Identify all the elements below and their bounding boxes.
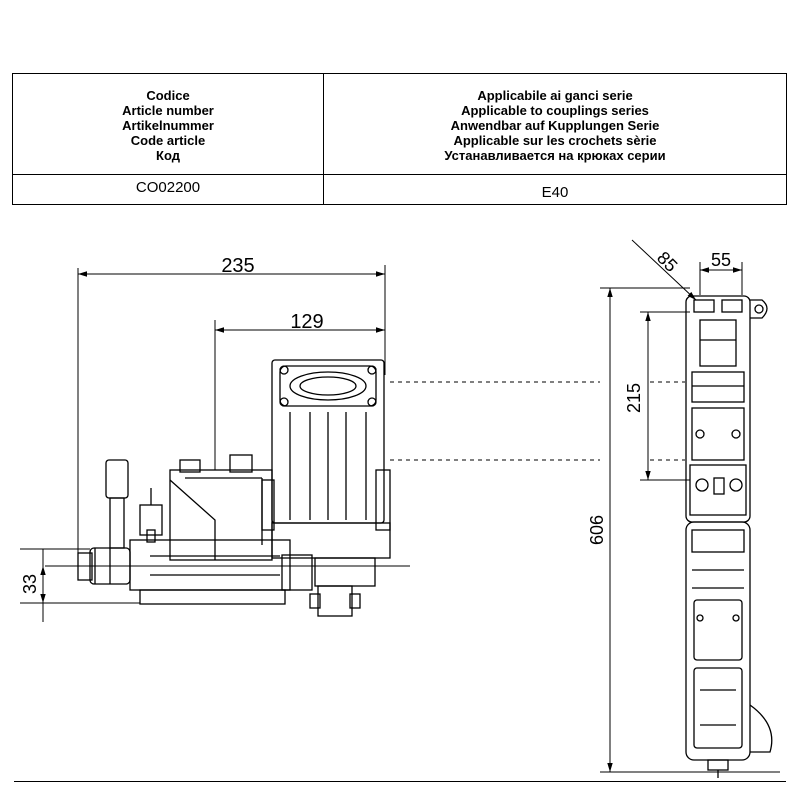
- dim-partial-label: 129: [290, 311, 323, 333]
- table-row-divider: [13, 174, 786, 175]
- header-line: Code article: [130, 133, 206, 148]
- spec-table: Codice Article number Artikelnummer Code…: [12, 73, 787, 205]
- dim-total-label: 606: [587, 515, 607, 545]
- lower-housing: [685, 521, 751, 761]
- header-line: Anwendbar auf Kupplungen Serie: [450, 118, 660, 133]
- header-line: Код: [156, 148, 180, 163]
- table-column-divider: [323, 74, 324, 204]
- dim-height-label: 33: [20, 574, 40, 594]
- dim-85-line: [631, 239, 697, 301]
- header-line: Codice: [146, 88, 190, 103]
- side-view: [20, 265, 410, 622]
- header-line: Applicable to couplings series: [461, 103, 649, 118]
- projection-lines: [390, 381, 685, 461]
- dim-mount-label: 215: [624, 383, 644, 413]
- series-header: Applicabile ai ganci serie Applicable to…: [324, 88, 786, 163]
- header-line: Applicabile ai ganci serie: [477, 88, 633, 103]
- dim-width-label: 55: [711, 250, 731, 270]
- header-line: Artikelnummer: [122, 118, 214, 133]
- header-line: Applicable sur les crochets sèrie: [453, 133, 657, 148]
- article-code-value: CO02200: [135, 179, 201, 196]
- header-line: Устанавливается на крюках серии: [444, 148, 666, 163]
- series-value: E40: [541, 184, 569, 201]
- header-line: Article number: [122, 103, 214, 118]
- front-view: [600, 239, 780, 778]
- bottom-rule: [14, 781, 786, 782]
- dim-angle-label: 85: [653, 248, 681, 276]
- article-number-header: Codice Article number Artikelnummer Code…: [13, 88, 323, 163]
- dim-overall-label: 235: [221, 255, 254, 277]
